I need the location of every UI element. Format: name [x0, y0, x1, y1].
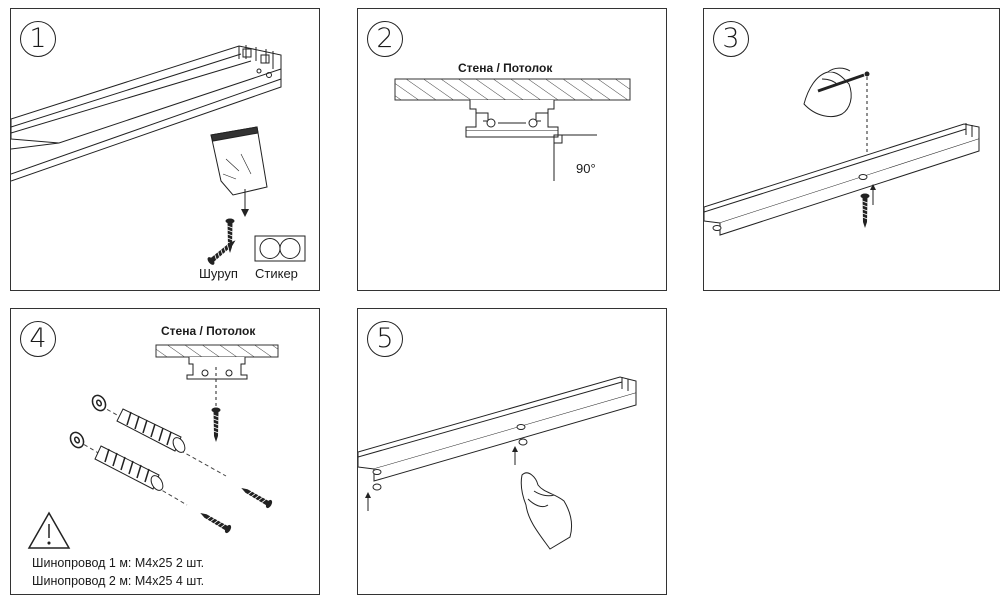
sticker-icon — [254, 235, 306, 262]
step-1-panel: 1 Шуруп — [10, 8, 320, 291]
right-angle-indicator — [553, 134, 597, 181]
surface-label: Стена / Потолок — [161, 324, 256, 338]
pencil-icon — [817, 71, 870, 93]
track-rail — [358, 376, 637, 482]
screw-icon — [197, 407, 274, 535]
step-4-number: 4 — [20, 321, 56, 357]
step-5-illustration — [358, 376, 637, 550]
bag-icon — [210, 126, 268, 196]
track-rail — [11, 45, 282, 182]
wall-hatch — [394, 78, 631, 101]
screw-label: Шуруп — [199, 266, 238, 281]
screw-icon — [860, 193, 870, 229]
hand-icon — [803, 67, 852, 117]
track-rail — [704, 123, 980, 236]
step-2-panel: 2 Стена / Потолок 90° — [357, 8, 667, 291]
angle-label: 90° — [576, 161, 596, 176]
dowel-icon — [94, 408, 186, 491]
step-3-panel: 3 — [703, 8, 1000, 291]
step-2-illustration — [394, 78, 631, 181]
screw-icon — [205, 218, 239, 267]
step-3-number: 3 — [713, 21, 749, 57]
washer-icon — [69, 394, 107, 449]
track-profile — [465, 100, 559, 138]
hand-icon — [520, 472, 573, 550]
step-1-illustration — [11, 45, 306, 267]
step-5-number: 5 — [367, 321, 403, 357]
mounting-note-2m: Шинопровод 2 м: M4x25 4 шт. — [32, 574, 205, 588]
warning-icon — [27, 511, 71, 549]
step-1-number: 1 — [20, 21, 56, 57]
step-2-number: 2 — [367, 21, 403, 57]
wall-hatch — [155, 344, 279, 358]
sticker-label: Стикер — [255, 266, 298, 281]
mounting-note-1m: Шинопровод 1 м: M4x25 2 шт. — [32, 556, 205, 570]
step-4-panel: 4 Стена / Потолок — [10, 308, 320, 595]
sticker-icon — [372, 438, 528, 491]
step-4-illustration — [27, 344, 279, 549]
step-3-illustration — [704, 67, 980, 236]
surface-label: Стена / Потолок — [458, 61, 553, 75]
track-profile — [186, 357, 248, 380]
step-5-panel: 5 — [357, 308, 667, 595]
